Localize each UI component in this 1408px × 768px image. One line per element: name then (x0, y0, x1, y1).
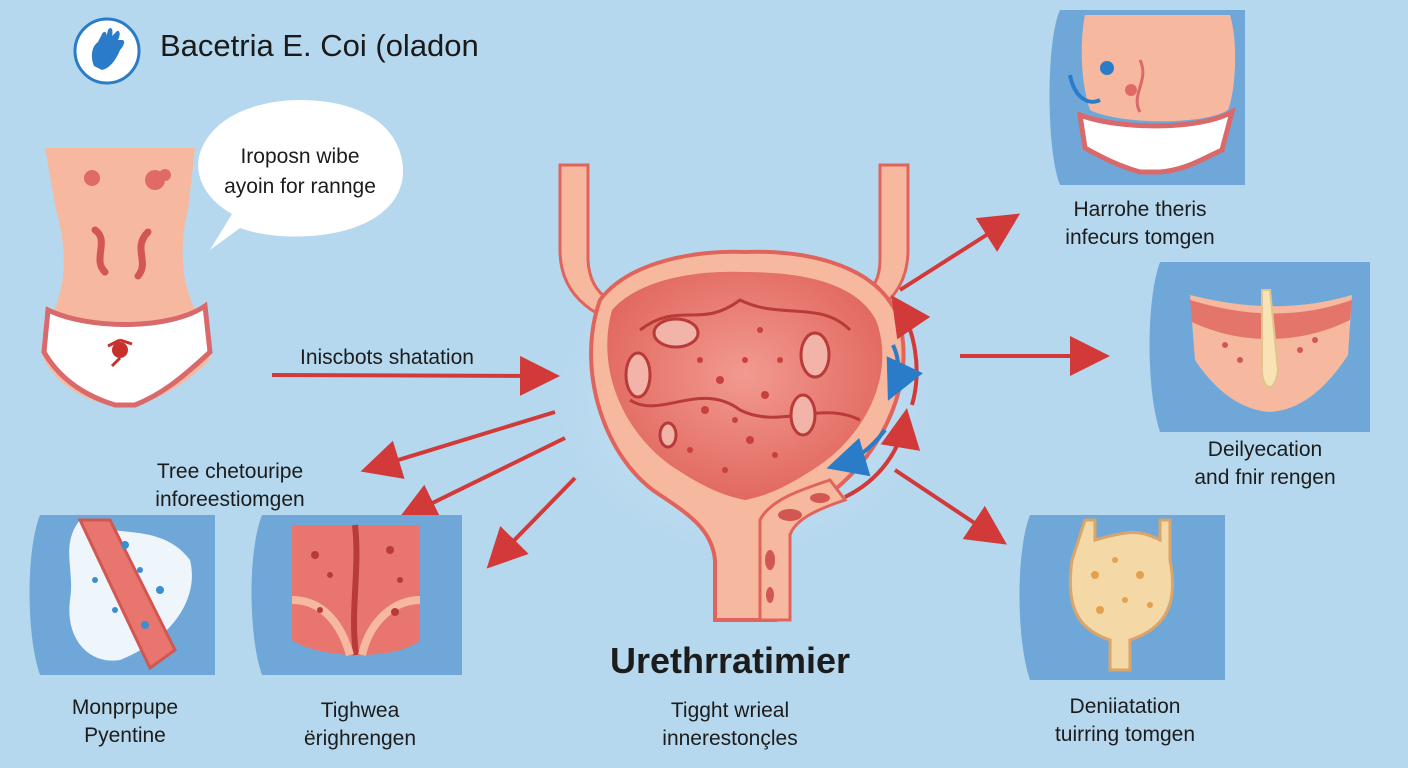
panel-br-label: Deniiatation tuirring tomgen (1025, 693, 1225, 749)
panel-bl1-label: Monprpupe Pyentine (40, 694, 210, 750)
panel-mr-line-2: and fnir rengen (1194, 466, 1336, 489)
panel-bl1-line-2: Pyentine (84, 724, 166, 747)
center-caption-line-1: Tigght wrieal (670, 699, 790, 722)
panel-mr-label: Deilyecation and fnir rengen (1165, 436, 1365, 492)
panel-middle-right (1149, 262, 1370, 432)
speech-bubble-line-2: ayoin for rannge (224, 175, 376, 198)
panel-top-right (1049, 10, 1245, 185)
arrow-curve-mid (844, 408, 921, 499)
speech-bubble-line-1: Iroposn wibe (240, 145, 360, 168)
arrow-left-in (271, 355, 560, 396)
arrow-to-top-right (898, 213, 1021, 292)
arrow-to-bottom-right (893, 468, 1007, 545)
arrow-to-bottom-left (486, 476, 577, 569)
left-label-line-1: Tree chetouripe (156, 460, 304, 483)
blue-arrow-left (826, 428, 887, 477)
center-title: Urethrratimier (609, 640, 851, 681)
panel-br-line-1: Deniiatation (1069, 695, 1181, 718)
red-arrows (271, 213, 1110, 569)
panel-br-line-2: tuirring tomgen (1054, 723, 1196, 746)
center-caption: Tigght wrieal innerestonçles (630, 697, 830, 753)
panel-bl2-line-2: ërighrengen (303, 727, 417, 750)
panel-bottom-left-2 (251, 515, 462, 675)
panel-bottom-left-1 (29, 515, 215, 675)
panel-tr-line-1: Harrohe theris (1073, 198, 1207, 221)
blue-arrows (826, 344, 923, 477)
panel-mr-line-1: Deilyecation (1207, 438, 1323, 461)
speech-bubble (198, 100, 404, 250)
torso-figure-left (41, 148, 213, 408)
panel-tr-label: Harrohe theris infecurs tomgen (1040, 196, 1240, 252)
arrow-to-panel-bl2 (397, 436, 566, 521)
left-label-line-2: inforeestiomgen (155, 488, 305, 511)
left-label: Tree chetouripe inforeestiomgen (140, 458, 320, 514)
page-title: Bacetria E. Coi (oladon (160, 28, 479, 63)
hand-logo-icon (73, 17, 141, 85)
panel-bl2-label: Tighwea ërighrengen (270, 697, 450, 753)
bladder-illustration (558, 163, 910, 622)
panel-bl1-line-1: Monprpupe (71, 696, 179, 719)
arrow-label-infection: Iniscbots shatation (300, 346, 474, 369)
blue-arrow-down (886, 344, 923, 401)
speech-bubble-text: Iroposn wibe ayoin for rannge (200, 142, 400, 202)
center-caption-line-2: innerestonçles (662, 727, 798, 750)
panel-tr-line-2: infecurs tomgen (1065, 226, 1215, 249)
panel-bl2-line-1: Tighwea (320, 699, 400, 722)
panel-bottom-right (1019, 515, 1225, 680)
arrow-to-left-label (360, 410, 556, 479)
